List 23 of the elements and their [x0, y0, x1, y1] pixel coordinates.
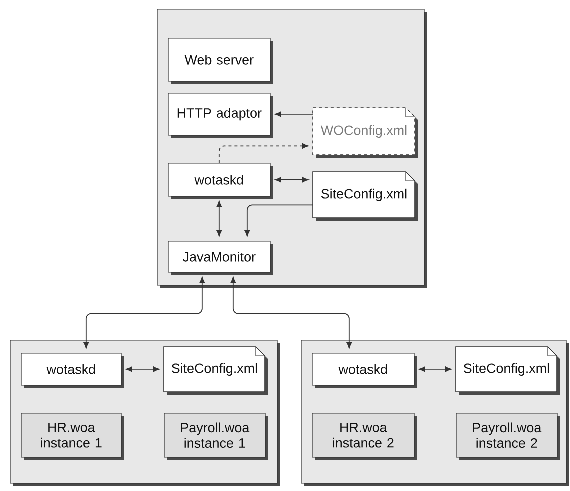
document-box: SiteConfig.xml: [312, 172, 418, 221]
document-box: WOConfig.xml: [312, 108, 418, 158]
arrow: [216, 201, 222, 237]
arrow: [244, 204, 314, 237]
document-box: SiteConfig.xml: [456, 346, 560, 395]
arrow: [126, 366, 160, 372]
process-box: wotaskd: [21, 353, 124, 388]
arrow: [84, 277, 206, 349]
arrow: [275, 112, 314, 118]
arrow: [230, 277, 352, 349]
process-box: Payroll.woa instance 2: [456, 413, 560, 460]
process-box: Payroll.woa instance 1: [164, 413, 268, 460]
process-box: HR.woa instance 1: [21, 413, 124, 460]
process-box: Web server: [168, 38, 273, 84]
arrow: [275, 177, 309, 183]
document-box: SiteConfig.xml: [164, 346, 268, 395]
arrow: [218, 144, 309, 164]
process-box: HR.woa instance 2: [312, 413, 417, 460]
process-box: HTTP adaptor: [168, 93, 273, 138]
arrow: [419, 366, 452, 372]
process-box: JavaMonitor: [168, 240, 273, 275]
process-box: wotaskd: [168, 163, 273, 199]
process-box: wotaskd: [312, 353, 417, 388]
